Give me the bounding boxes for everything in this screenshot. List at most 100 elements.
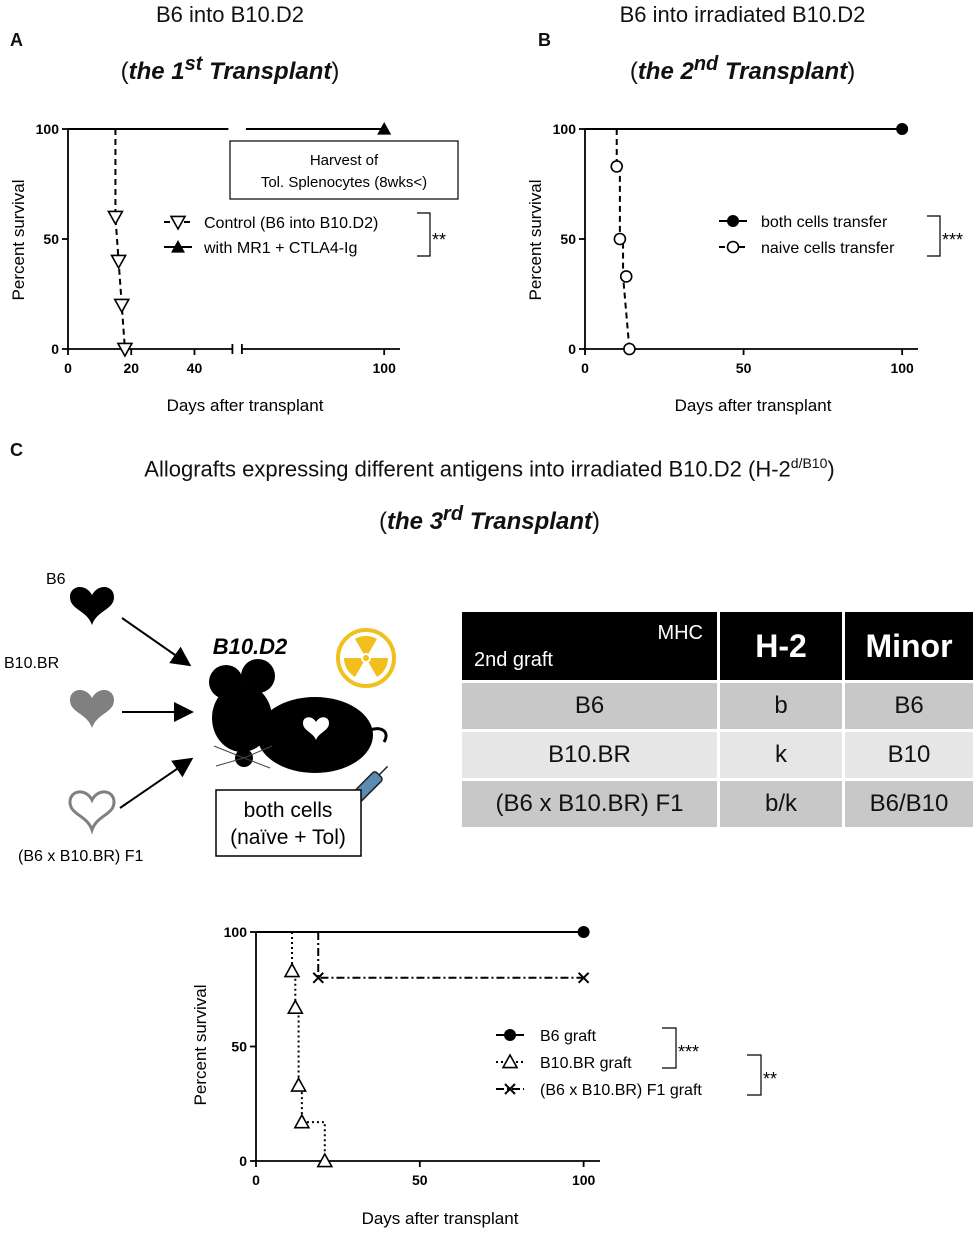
y-axis-label: Percent survival	[526, 180, 545, 301]
significance-bracket	[927, 215, 941, 257]
title-text: Allografts expressing different antigens…	[144, 456, 791, 482]
data-point-2	[312, 972, 324, 984]
subtitle-text: Transplant	[718, 58, 848, 85]
annotation-line-1: Harvest of	[310, 152, 379, 169]
table-header-row: MHC 2nd graft H-2 Minor	[462, 612, 973, 680]
legend-b: both cells transfer naive cells transfer…	[719, 214, 963, 257]
data-point-0	[110, 254, 127, 270]
donor-label-b6: B6	[46, 571, 66, 588]
legend-swatch-control	[164, 215, 192, 231]
col-h2: H-2	[720, 612, 842, 680]
significance-c-2: **	[763, 1069, 777, 1089]
significance-bracket-1	[662, 1027, 677, 1069]
legend-label-b10br: B10.BR graft	[540, 1055, 632, 1072]
x-tick-label: 50	[736, 360, 752, 376]
data-point-1	[377, 122, 392, 135]
data-point-0	[577, 926, 590, 938]
data-point-1	[619, 270, 633, 283]
panel-c-title: Allografts expressing different antigens…	[0, 455, 979, 482]
subtitle-text: the 2	[637, 58, 694, 85]
col-minor: Minor	[845, 612, 973, 680]
significance-bracket-2	[747, 1054, 762, 1096]
panel-a-title: B6 into B10.D2	[156, 2, 304, 27]
y-tick-label: 0	[239, 1153, 247, 1169]
heart-b6-icon	[70, 586, 114, 625]
legend-swatch-naive	[719, 240, 747, 254]
legend-swatch-f1	[496, 1083, 524, 1095]
x-tick-label: 100	[572, 1172, 596, 1188]
donor-label-b10br: B10.BR	[4, 655, 59, 672]
donor-label-f1: (B6 x B10.BR) F1	[18, 848, 143, 865]
legend-swatch-mr1	[164, 240, 192, 253]
subtitle-text: the 3	[387, 508, 444, 535]
y-axis-label: Percent survival	[191, 985, 210, 1106]
cells-box	[215, 789, 362, 857]
mouse-icon	[209, 659, 388, 773]
cells-line-1: both cells	[244, 799, 333, 822]
data-point-2-stroke	[312, 972, 324, 984]
significance-c-1: ***	[678, 1042, 699, 1062]
cell-graft: B6	[462, 683, 717, 729]
y-tick-label: 100	[36, 121, 60, 137]
legend-c: B6 graft B10.BR graft (B6 x B10.BR) F1 g…	[496, 1027, 777, 1099]
legend-marker	[504, 1029, 516, 1041]
data-point-1	[290, 1076, 307, 1092]
data-point-1	[316, 1152, 334, 1168]
y-tick-label: 100	[224, 924, 248, 940]
y-tick-label: 50	[560, 231, 576, 247]
cell-h2: b/k	[720, 781, 842, 827]
mhc-table: MHC 2nd graft H-2 Minor B6 b B6 B10.BR k…	[459, 609, 976, 830]
data-point-1	[623, 342, 636, 356]
cells-line-2: (naïve + Tol)	[230, 826, 346, 849]
data-point-0	[113, 298, 131, 314]
x-tick-label: 0	[581, 360, 589, 376]
survival-chart-a: Percent survival Days after transplant 0…	[9, 121, 459, 415]
panel-c-letter: C	[10, 440, 23, 460]
legend-marker	[171, 240, 185, 253]
cell-h2: k	[720, 732, 842, 778]
corner-mhc: MHC	[657, 622, 703, 644]
subtitle-sup: nd	[693, 53, 719, 75]
series-line-0	[114, 129, 126, 350]
x-tick-label: 20	[123, 360, 139, 376]
recipient-label: B10.D2	[213, 634, 288, 659]
data-point-1	[283, 962, 301, 978]
cell-h2: b	[720, 683, 842, 729]
significance-b: ***	[942, 230, 963, 250]
legend-swatch-b10br	[496, 1053, 524, 1069]
data-point-0	[116, 342, 134, 358]
annotation-line-2: Tol. Splenocytes (8wks<)	[261, 174, 427, 191]
y-tick-label: 50	[43, 231, 59, 247]
x-tick-label: 40	[187, 360, 203, 376]
legend-marker	[501, 1053, 519, 1069]
subtitle-sup: st	[184, 53, 203, 75]
significance-a: **	[432, 230, 446, 250]
data-point-0	[896, 123, 909, 135]
table-corner: MHC 2nd graft	[462, 612, 717, 680]
legend-label-mr1: with MR1 + CTLA4-Ig	[203, 240, 357, 257]
x-tick-label: 0	[252, 1172, 260, 1188]
y-tick-label: 50	[231, 1039, 247, 1055]
panel-a-letter: A	[10, 30, 23, 50]
data-point-2-stroke	[577, 972, 590, 984]
legend-label-both: both cells transfer	[761, 214, 888, 231]
significance-bracket	[417, 212, 431, 257]
x-axis-label: Days after transplant	[362, 1209, 519, 1228]
legend-label-naive: naive cells transfer	[761, 240, 895, 257]
cell-graft: (B6 x B10.BR) F1	[462, 781, 717, 827]
table-row: B10.BR k B10	[462, 732, 973, 778]
x-axis-label: Days after transplant	[167, 396, 324, 415]
survival-chart-b: Percent survival Days after transplant 0…	[526, 121, 963, 415]
series-line-2	[317, 932, 584, 979]
arrow-f1	[119, 757, 194, 809]
heart-f1-icon	[68, 790, 116, 835]
legend-label-b6: B6 graft	[540, 1028, 597, 1045]
cell-minor: B6/B10	[845, 781, 973, 827]
data-point-1	[610, 160, 624, 173]
data-point-1	[293, 1113, 311, 1129]
data-point-0	[107, 210, 124, 226]
panel-c-subtitle: (the 3rd Transplant)	[379, 503, 600, 535]
subtitle-sup: rd	[443, 503, 464, 525]
title-sup: d/B10	[790, 455, 828, 471]
transplant-diagram: B6 B10.BR (B6 x B10.BR) F1 B10.D2	[4, 571, 396, 865]
